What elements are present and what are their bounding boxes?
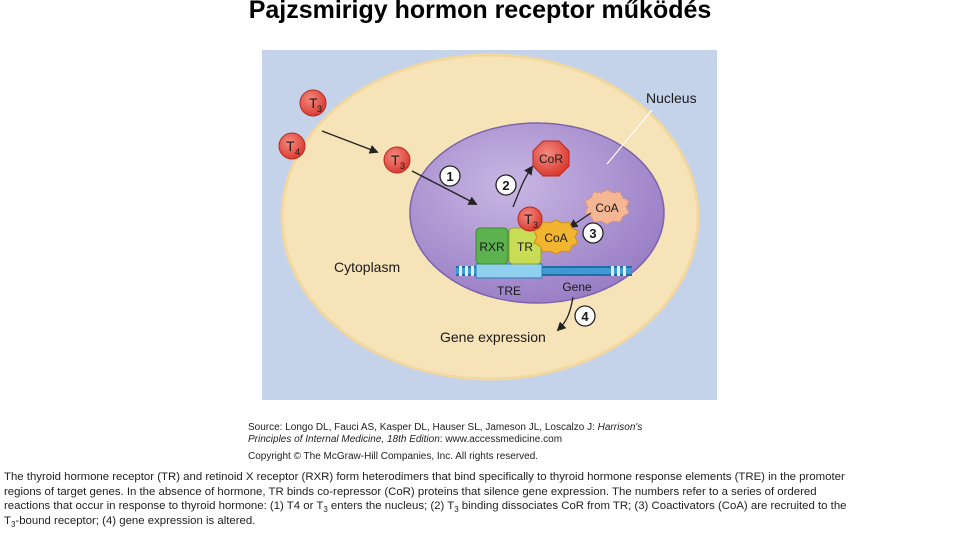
- step-2-badge: 2: [495, 174, 517, 196]
- svg-text:CoA: CoA: [595, 201, 618, 215]
- cor-release-arrow: [512, 165, 534, 208]
- t3-hormone-cytoplasm: T 3: [383, 146, 411, 174]
- svg-text:T: T: [391, 152, 400, 168]
- nucleus-label: Nucleus: [646, 90, 697, 106]
- coa-coactivator-bound: CoA: [533, 219, 579, 255]
- nuclear-entry-arrow: [411, 170, 478, 205]
- source-line-2: Principles of Internal Medicine, 18th Ed…: [248, 434, 563, 445]
- gene-expression-arrow: [556, 296, 574, 332]
- rxr-receptor: RXR: [475, 227, 509, 265]
- svg-text:CoR: CoR: [539, 152, 563, 166]
- t3-hormone-bound: T 3: [517, 206, 543, 232]
- conversion-arrow: [321, 130, 379, 154]
- svg-text:3: 3: [533, 220, 538, 230]
- gene-expression-label: Gene expression: [440, 329, 546, 345]
- step-3-badge: 3: [582, 222, 604, 244]
- svg-text:4: 4: [295, 147, 300, 157]
- step-4-badge: 4: [574, 305, 596, 327]
- svg-text:CoA: CoA: [544, 231, 567, 245]
- dna-strand: [456, 263, 632, 279]
- svg-text:RXR: RXR: [479, 240, 505, 254]
- figure-caption: The thyroid hormone receptor (TR) and re…: [4, 471, 847, 529]
- svg-text:T: T: [286, 138, 295, 154]
- source-line-1: Source: Longo DL, Fauci AS, Kasper DL, H…: [248, 422, 643, 433]
- svg-text:TR: TR: [517, 240, 533, 254]
- copyright-line: Copyright © The McGraw-Hill Companies, I…: [248, 451, 539, 462]
- coa-coactivator-free: CoA: [584, 189, 630, 225]
- svg-text:2: 2: [502, 178, 509, 193]
- svg-text:T: T: [524, 211, 533, 227]
- tre-label: TRE: [497, 284, 521, 298]
- svg-text:3: 3: [400, 161, 405, 171]
- svg-text:3: 3: [589, 226, 596, 241]
- thyroid-receptor-diagram: Nucleus Cytoplasm T 3 T 4 T 3 1 CoR 2: [262, 50, 717, 400]
- svg-text:T: T: [309, 95, 318, 111]
- slide-title: Pajzsmirigy hormon receptor működés: [248, 0, 712, 24]
- coa-recruit-arrow: [568, 212, 592, 229]
- gene-label: Gene: [562, 280, 592, 294]
- svg-text:1: 1: [446, 169, 453, 184]
- svg-text:3: 3: [317, 104, 322, 114]
- step-1-badge: 1: [439, 165, 461, 187]
- nucleus-pointer-line: [606, 109, 653, 165]
- cytoplasm-label: Cytoplasm: [334, 259, 400, 275]
- t3-hormone-outside: T 3: [299, 89, 327, 117]
- cor-corepressor: CoR: [532, 140, 570, 177]
- t4-hormone: T 4: [278, 132, 306, 160]
- svg-text:4: 4: [581, 309, 589, 324]
